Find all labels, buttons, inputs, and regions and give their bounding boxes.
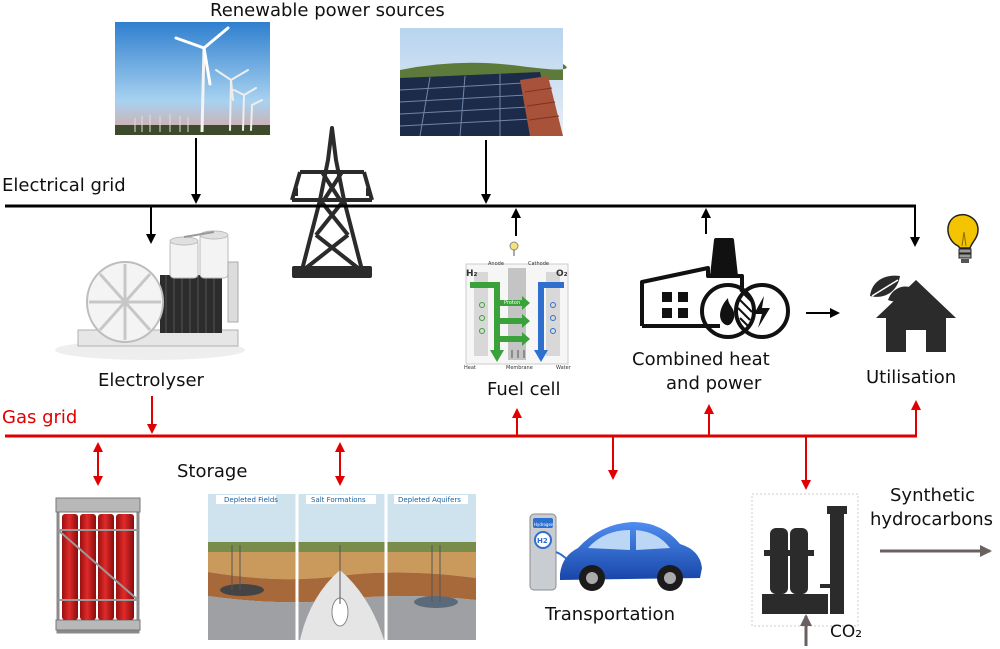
transmission-tower-icon — [290, 126, 374, 278]
storage-panel-depleted-fields: Depleted Fields — [224, 496, 278, 504]
storage-label: Storage — [177, 461, 248, 482]
utilisation-label: Utilisation — [866, 367, 957, 388]
co2-label: CO₂ — [830, 622, 863, 642]
gas-grid-line — [5, 400, 921, 438]
fuel-cell-o2-label: O₂ — [556, 269, 568, 279]
electrolyser-machine — [55, 230, 245, 360]
car-station-hydrogen-text: Hydrogen — [534, 522, 554, 527]
underground-storage-diagram: Depleted Fields Salt Formations Depleted… — [208, 494, 476, 640]
synthetic-hydrocarbons-line1: Synthetic — [890, 485, 975, 506]
wind-turbine-photo — [115, 22, 270, 135]
electrolyser-label: Electrolyser — [98, 370, 204, 391]
fuel-cell-membrane-label: Membrane — [506, 365, 533, 371]
hydrogen-cylinder-bundle — [55, 497, 141, 634]
chp-label-line1: Combined heat — [632, 349, 770, 370]
gas-grid-label: Gas grid — [2, 407, 78, 428]
fuel-cell-h2-label: H₂ — [466, 269, 478, 279]
fuel-cell-diagram: H₂ O₂ Anode Cathode Proton Membrane Heat… — [464, 241, 572, 371]
electrical-grid-label: Electrical grid — [2, 175, 126, 196]
fuel-cell-cathode-label: Cathode — [528, 261, 549, 267]
chp-label-line2: and power — [666, 373, 762, 394]
car-station-h2-text: H2 — [537, 537, 548, 545]
electrical-grid-line — [5, 204, 920, 247]
fuel-cell-label: Fuel cell — [487, 379, 561, 400]
fuel-cell-proton-label: Proton — [504, 300, 520, 306]
solar-panel-photo — [399, 28, 567, 137]
house-leaf-icon — [870, 275, 956, 352]
hydrogen-car-icon: Hydrogen H2 — [529, 513, 702, 591]
storage-panel-salt-formations: Salt Formations — [311, 496, 366, 504]
renewable-power-sources-label: Renewable power sources — [210, 0, 445, 21]
synthesis-plant-icon — [751, 493, 859, 627]
fuel-cell-heat-label: Heat — [464, 365, 476, 371]
fuel-cell-anode-label: Anode — [488, 261, 504, 267]
transportation-label: Transportation — [545, 604, 675, 625]
synthetic-hydrocarbons-line2: hydrocarbons — [870, 509, 994, 530]
fuel-cell-water-label: Water — [556, 365, 572, 371]
light-bulb-icon — [947, 214, 979, 263]
chp-factory-icon — [640, 238, 790, 339]
storage-panel-depleted-aquifers: Depleted Aquifers — [398, 496, 461, 504]
